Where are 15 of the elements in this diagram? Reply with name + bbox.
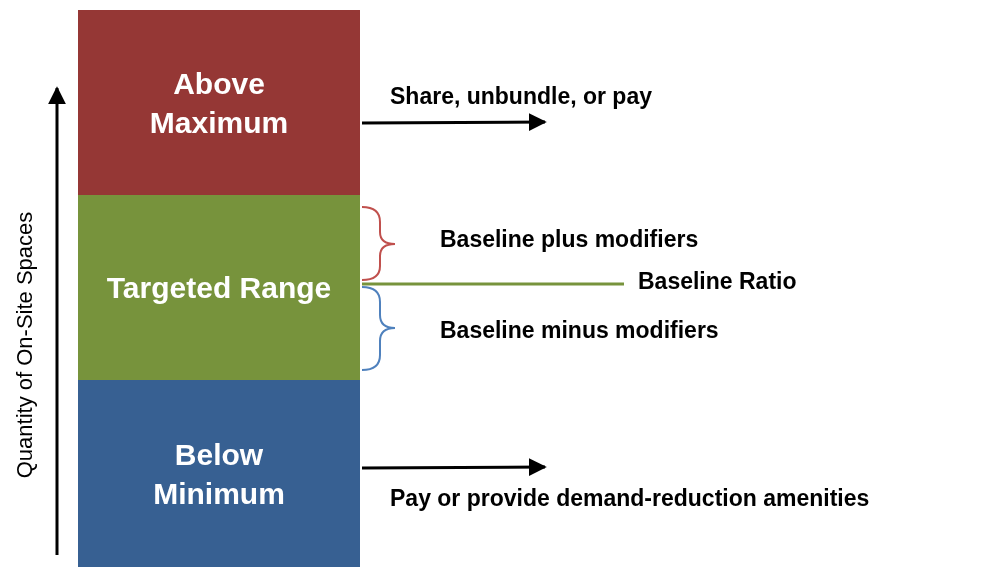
band-title: Below Minimum: [152, 436, 286, 512]
bracket-label: Baseline plus modifiers: [440, 226, 699, 253]
band-segment: [78, 195, 360, 380]
arrow: [362, 458, 547, 477]
bracket-label: Baseline minus modifiers: [440, 317, 719, 344]
connector-line: [362, 282, 624, 286]
edge-label: Pay or provide demand-reduction amenities: [390, 485, 870, 512]
ratio-label: Baseline Ratio: [638, 268, 797, 295]
arrow: [362, 113, 547, 132]
band-title: Above Maximum: [148, 65, 290, 141]
axis-label: Quantity of On-Site Spaces: [11, 211, 38, 479]
band-title: Targeted Range: [105, 270, 333, 306]
band-segment: [78, 380, 360, 567]
edge-label: Share, unbundle, or pay: [390, 83, 652, 110]
band-segment: [78, 10, 360, 195]
